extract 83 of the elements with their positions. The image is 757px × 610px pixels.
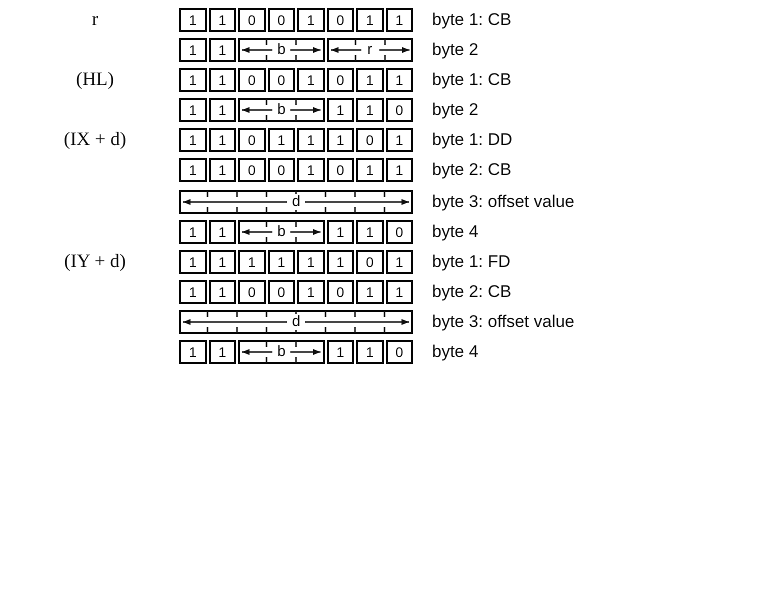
bit-cell: 1 [208, 158, 236, 182]
bit-cell: 1 [268, 128, 295, 152]
bit-cell: 1 [208, 68, 236, 92]
byte-description: byte 3: offset value [432, 192, 574, 212]
byte-description: byte 2: CB [432, 160, 512, 180]
bit-cell: 1 [386, 68, 413, 92]
operand-label: (IY + d) [63, 251, 127, 273]
bit-cell: 0 [238, 158, 266, 182]
field-label: d [291, 194, 302, 210]
bit-cell: 1 [297, 8, 324, 32]
bit-cell: 0 [356, 128, 384, 152]
bit-cell: 0 [326, 158, 354, 182]
bit-cell: 0 [326, 68, 354, 92]
bit-cell: 1 [179, 38, 206, 62]
bit-cell: 1 [179, 8, 206, 32]
bit-cell: 1 [179, 128, 206, 152]
bit-cell: 0 [356, 250, 384, 274]
bit-cell: 1 [238, 250, 266, 274]
bit-cell: 1 [179, 68, 206, 92]
bit-cell: 1 [326, 220, 354, 244]
bit-cell: 0 [386, 340, 413, 364]
bit-cell: 1 [356, 8, 384, 32]
bit-cell: 0 [326, 280, 354, 304]
bit-cell: 1 [208, 38, 236, 62]
operand-label: (HL) [75, 69, 115, 91]
bit-cell: 1 [386, 128, 413, 152]
bit-cell: 0 [386, 220, 413, 244]
field-label: d [291, 314, 302, 330]
bit-cell: 0 [238, 8, 266, 32]
bit-cell: 1 [386, 250, 413, 274]
bit-cell: 1 [179, 250, 206, 274]
bit-cell: 1 [386, 8, 413, 32]
bit-cell: 1 [326, 98, 354, 122]
bit-cell: 0 [268, 280, 295, 304]
bit-cell: 1 [326, 340, 354, 364]
byte-description: byte 2 [432, 40, 478, 60]
operand-label: (IX + d) [62, 129, 128, 151]
bit-cell: 1 [326, 250, 354, 274]
byte-description: byte 2: CB [432, 282, 512, 302]
bit-cell: 1 [208, 98, 236, 122]
bit-cell: 1 [297, 250, 324, 274]
bit-cell: 1 [297, 128, 324, 152]
bit-cell: 1 [179, 158, 206, 182]
bit-cell: 1 [208, 128, 236, 152]
bit-cell: 1 [208, 340, 236, 364]
bit-cell: 1 [268, 250, 295, 274]
bit-cell: 1 [179, 220, 206, 244]
bit-cell: 1 [356, 340, 384, 364]
bit-cell: 1 [386, 158, 413, 182]
byte-description: byte 1: CB [432, 70, 512, 90]
byte-description: byte 4 [432, 222, 478, 242]
byte-description: byte 1: CB [432, 10, 512, 30]
bit-cell: 0 [268, 158, 295, 182]
operand-label: r [90, 9, 100, 31]
byte-description: byte 4 [432, 342, 478, 362]
bit-cell: 1 [386, 280, 413, 304]
byte-description: byte 3: offset value [432, 312, 574, 332]
bit-cell: 0 [268, 68, 295, 92]
bit-cell: 1 [297, 158, 324, 182]
bit-cell: 0 [386, 98, 413, 122]
bit-cell: 0 [238, 280, 266, 304]
bit-cell: 1 [356, 280, 384, 304]
bit-cell: 1 [208, 8, 236, 32]
bit-cell: 0 [326, 8, 354, 32]
bit-cell: 1 [179, 98, 206, 122]
bit-cell: 1 [208, 220, 236, 244]
bit-cell: 1 [356, 98, 384, 122]
byte-description: byte 1: FD [432, 252, 510, 272]
byte-description: byte 2 [432, 100, 478, 120]
bit-cell: 1 [326, 128, 354, 152]
bit-cell: 1 [297, 68, 324, 92]
bit-cell: 0 [268, 8, 295, 32]
bit-cell: 0 [238, 68, 266, 92]
byte-description: byte 1: DD [432, 130, 512, 150]
bit-cell: 1 [356, 158, 384, 182]
bit-cell: 1 [179, 280, 206, 304]
bit-cell: 1 [208, 280, 236, 304]
bit-cell: 1 [356, 220, 384, 244]
bit-cell: 1 [356, 68, 384, 92]
bit-cell: 1 [208, 250, 236, 274]
bit-cell: 1 [297, 280, 324, 304]
bit-cell: 1 [179, 340, 206, 364]
bit-cell: 0 [238, 128, 266, 152]
